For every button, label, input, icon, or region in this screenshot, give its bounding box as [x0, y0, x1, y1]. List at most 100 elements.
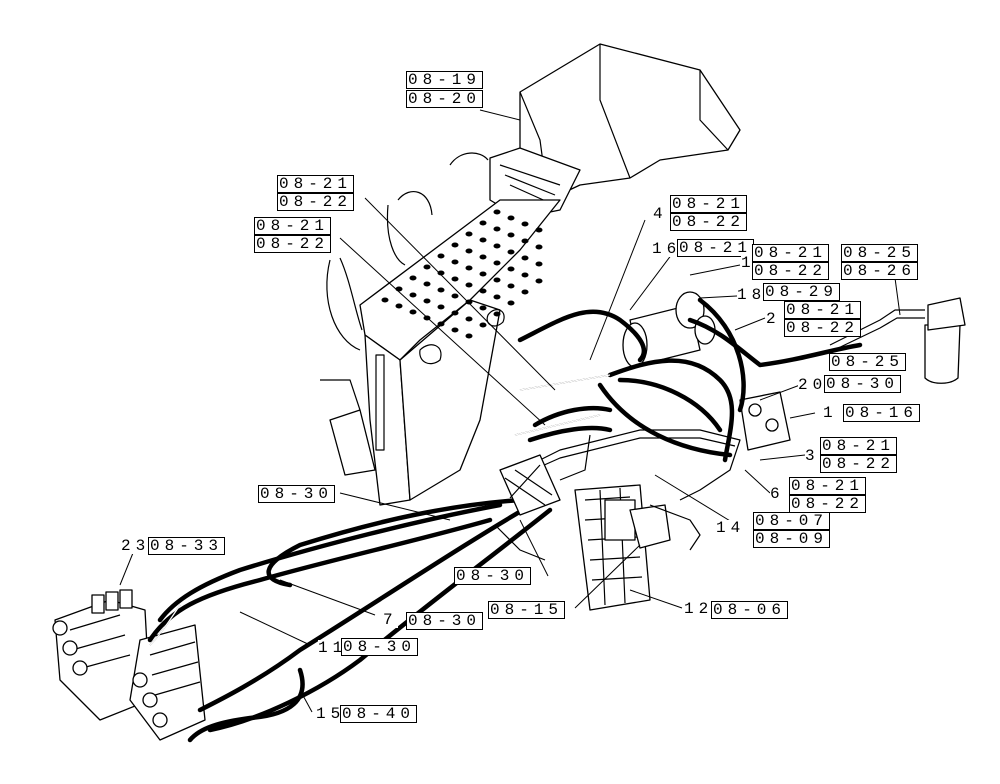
perforation-hole — [437, 270, 445, 276]
perforation-hole — [507, 283, 515, 289]
ref-item7: 08-30 — [406, 612, 484, 630]
perforation-hole — [507, 266, 515, 272]
item-4: 4 — [653, 205, 668, 223]
leader-lines — [119, 109, 901, 713]
perforation-hole — [521, 255, 529, 261]
ref-hood-a: 08-19 — [406, 71, 484, 89]
perforation-hole — [451, 327, 459, 333]
ref-item14-a: 08-07 — [753, 512, 831, 530]
perforation-hole — [507, 232, 515, 238]
loader-valve-stack — [52, 589, 206, 741]
ref-item1: 08-16 — [843, 404, 921, 422]
loader-frame — [320, 191, 561, 506]
item-15: 15 — [316, 705, 346, 723]
item-14: 14 — [716, 519, 746, 537]
perforation-hole — [535, 244, 543, 250]
ref-filter: 08-25 — [829, 353, 907, 371]
item-12: 12 — [684, 600, 714, 618]
perforation-hole — [507, 215, 515, 221]
perforation-hole — [521, 221, 529, 227]
perforation-hole — [535, 278, 543, 284]
perforation-hole — [451, 293, 459, 299]
perforation-hole — [535, 261, 543, 267]
perforation-hole — [409, 275, 417, 281]
perforation-hole — [437, 304, 445, 310]
perforation-hole — [465, 248, 473, 254]
ref-left-a: 08-21 — [254, 217, 332, 235]
ref-left-hose: 08-30 — [258, 485, 336, 503]
ref-item16: 08-21 — [677, 239, 755, 257]
perforation-hole — [479, 305, 487, 311]
ref-tank-a: 08-25 — [841, 244, 919, 262]
perforation-hole — [535, 227, 543, 233]
perforation-hole — [437, 287, 445, 293]
ref-item4-a: 08-21 — [670, 195, 748, 213]
perforation-hole — [479, 322, 487, 328]
perforation-hole — [409, 309, 417, 315]
ref-item6-b: 08-22 — [789, 495, 867, 513]
perforation-hole — [409, 292, 417, 298]
ref-item3-a: 08-21 — [820, 437, 898, 455]
ref-hood-b: 08-20 — [406, 90, 484, 108]
ref-item11: 08-30 — [341, 638, 419, 656]
ref-pump-a: 08-21 — [752, 244, 830, 262]
ref-left-b: 08-22 — [254, 235, 332, 253]
perforation-pattern — [381, 209, 543, 339]
perforation-hole — [521, 238, 529, 244]
item-23: 23 — [121, 537, 151, 555]
perforation-hole — [493, 226, 501, 232]
ref-item15: 08-40 — [340, 705, 418, 723]
ref-item2-a: 08-21 — [784, 301, 862, 319]
oil-filter — [829, 297, 966, 384]
perforation-hole — [493, 311, 501, 317]
perforation-hole — [493, 277, 501, 283]
ref-center: 08-30 — [454, 567, 532, 585]
control-valve — [574, 484, 671, 611]
perforation-hole — [395, 303, 403, 309]
ref-item13: 08-15 — [488, 601, 566, 619]
item-7: 7 — [383, 611, 398, 629]
perforation-hole — [479, 254, 487, 260]
hood-shell — [449, 43, 741, 219]
perforation-hole — [437, 321, 445, 327]
perforation-hole — [521, 289, 529, 295]
perforation-hole — [521, 272, 529, 278]
item-11: 11 — [318, 639, 348, 657]
perforation-hole — [493, 294, 501, 300]
ref-frame-a: 08-21 — [277, 175, 355, 193]
perforation-hole — [465, 333, 473, 339]
ref-item14-b: 08-09 — [753, 530, 831, 548]
perforation-hole — [507, 300, 515, 306]
perforation-hole — [493, 260, 501, 266]
perforation-hole — [479, 271, 487, 277]
ref-tank-b: 08-26 — [841, 262, 919, 280]
perforation-hole — [479, 288, 487, 294]
perforation-hole — [465, 265, 473, 271]
ref-item2-b: 08-22 — [784, 319, 862, 337]
ref-item3-b: 08-22 — [820, 455, 898, 473]
perforation-hole — [493, 209, 501, 215]
ref-pump-b: 08-22 — [752, 262, 830, 280]
perforation-hole — [493, 243, 501, 249]
ref-item4-b: 08-22 — [670, 213, 748, 231]
ref-item18: 08-29 — [763, 283, 841, 301]
perforation-hole — [465, 316, 473, 322]
perforation-hole — [465, 231, 473, 237]
item-1: 1 — [823, 404, 838, 422]
item-20: 20 — [798, 376, 828, 394]
perforation-hole — [479, 220, 487, 226]
perforation-hole — [451, 276, 459, 282]
perforation-hole — [451, 259, 459, 265]
item-2: 2 — [766, 310, 781, 328]
perforation-hole — [381, 297, 389, 303]
braided-hoses — [149, 374, 611, 646]
item-16: 16 — [652, 240, 682, 258]
perforation-hole — [479, 237, 487, 243]
perforation-hole — [423, 264, 431, 270]
item-3: 3 — [805, 447, 820, 465]
item-6: 6 — [770, 485, 785, 503]
perforation-hole — [423, 281, 431, 287]
ref-frame-b: 08-22 — [277, 193, 355, 211]
